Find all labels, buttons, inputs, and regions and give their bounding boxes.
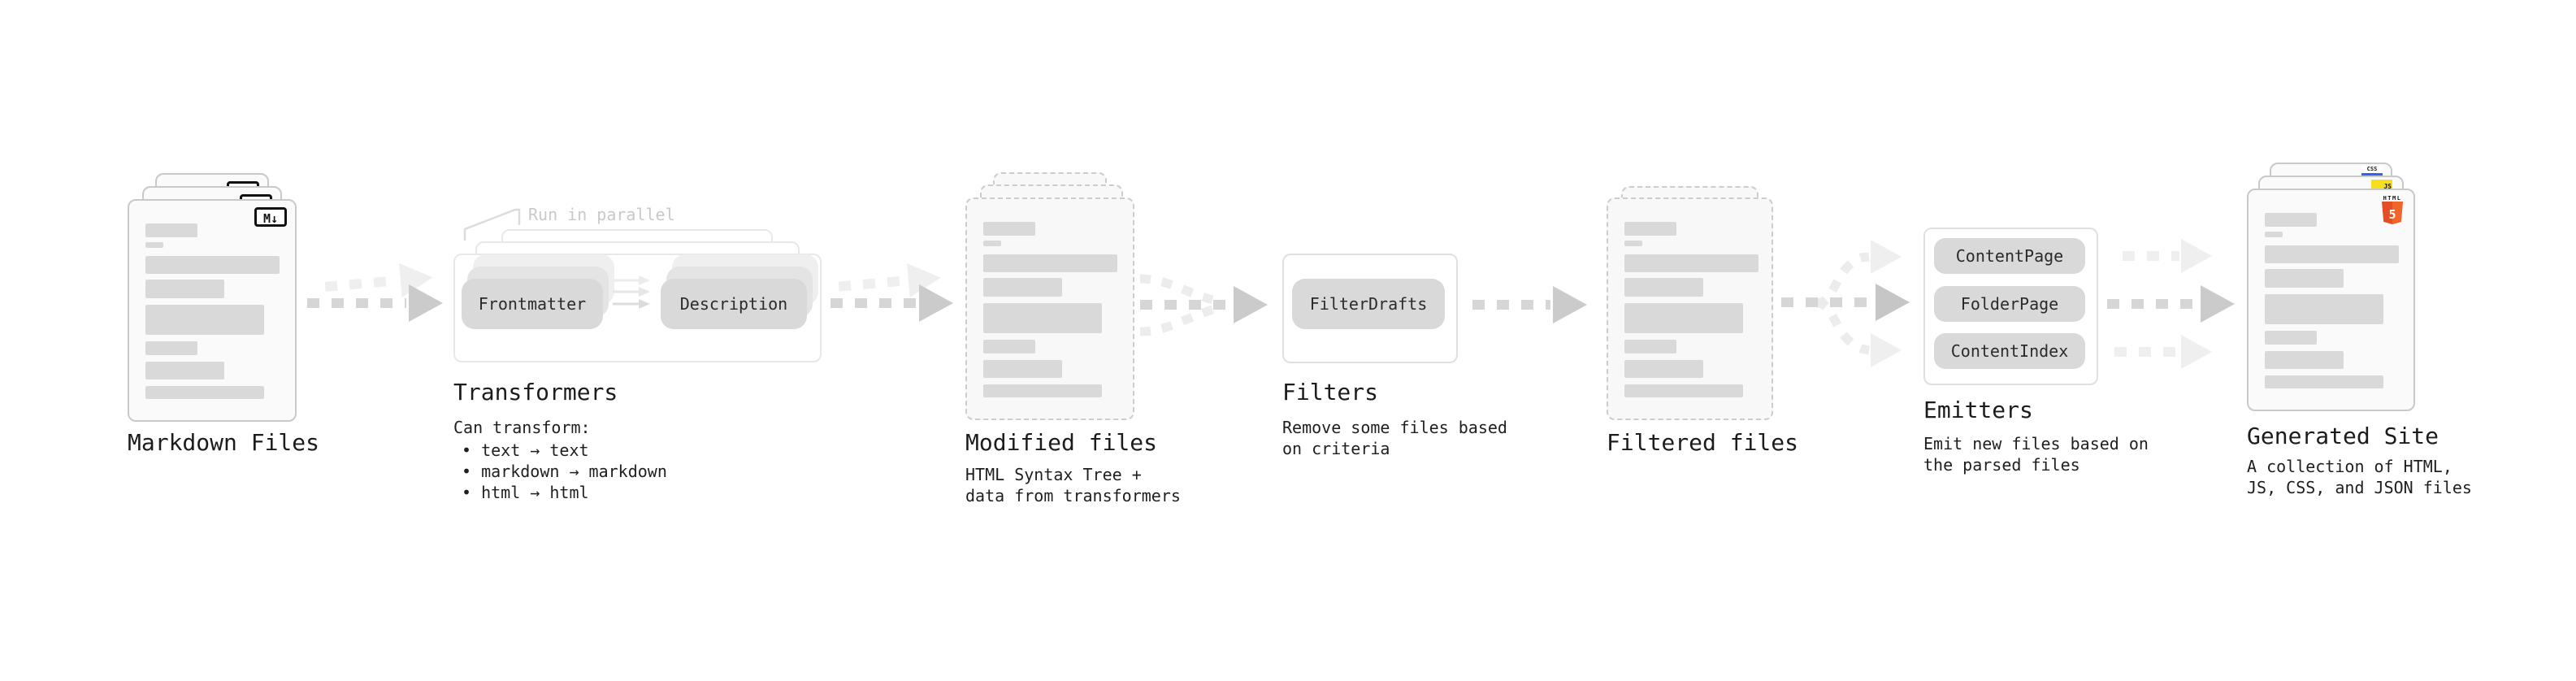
doc-line-bar bbox=[145, 242, 163, 248]
doc-line-bar bbox=[1624, 254, 1759, 272]
modified-files-subline: data from transformers bbox=[965, 486, 1181, 505]
filters-subline: on criteria bbox=[1282, 439, 1390, 458]
filterdrafts-pill: FilterDrafts bbox=[1292, 279, 1445, 329]
diverging-arrows bbox=[1781, 240, 1910, 367]
transformers-sub-title: Can transform: bbox=[453, 418, 591, 437]
doc-content-placeholder bbox=[983, 222, 1120, 397]
doc-line-bar bbox=[1624, 303, 1743, 333]
filtered-files-label: Filtered files bbox=[1607, 429, 1799, 456]
doc-line-bar bbox=[983, 303, 1102, 333]
run-in-parallel-note: Run in parallel bbox=[528, 205, 675, 224]
html5-logo-icon: HTML 5 bbox=[2381, 195, 2404, 228]
doc-line-bar bbox=[983, 340, 1035, 354]
doc-content-placeholder bbox=[145, 223, 282, 399]
transformers-bullet: • markdown → markdown bbox=[462, 462, 667, 481]
converging-arrows bbox=[1139, 274, 1268, 336]
doc-line-bar bbox=[2265, 269, 2344, 288]
doc-line-bar bbox=[1624, 278, 1703, 297]
doc-line-bar bbox=[983, 360, 1062, 378]
folderpage-pill: FolderPage bbox=[1934, 286, 2085, 322]
html5-logo-word: HTML bbox=[2383, 195, 2402, 202]
transformers-bullet: • html → html bbox=[462, 483, 589, 502]
modified-files-subline: HTML Syntax Tree + bbox=[965, 465, 1142, 484]
doc-line-bar bbox=[145, 362, 224, 380]
doc-line-bar bbox=[2265, 294, 2383, 324]
html5-shield-icon: 5 bbox=[2382, 202, 2403, 224]
doc-line-bar bbox=[2265, 375, 2383, 388]
frontmatter-pill: Frontmatter bbox=[462, 279, 603, 329]
doc-line-bar bbox=[145, 256, 280, 274]
flow-arrow-dark bbox=[307, 284, 443, 322]
modified-files-label: Modified files bbox=[965, 429, 1158, 456]
flow-arrow-light bbox=[324, 262, 433, 297]
emitters-subline: Emit new files based on bbox=[1923, 434, 2149, 453]
doc-line-bar bbox=[2265, 331, 2317, 345]
generated-site-card-front: HTML 5 bbox=[2247, 189, 2415, 411]
filters-subline: Remove some files based bbox=[1282, 418, 1507, 437]
svg-text:5: 5 bbox=[2388, 207, 2396, 222]
filters-label: Filters bbox=[1282, 379, 1379, 406]
doc-line-bar bbox=[1624, 241, 1642, 246]
emitters-label: Emitters bbox=[1923, 397, 2033, 423]
generated-site-label: Generated Site bbox=[2247, 423, 2439, 449]
doc-line-bar bbox=[145, 386, 264, 399]
doc-line-bar bbox=[145, 223, 197, 237]
doc-line-bar bbox=[983, 254, 1117, 272]
doc-line-bar bbox=[983, 384, 1102, 397]
doc-line-bar bbox=[145, 341, 197, 355]
doc-line-bar bbox=[2265, 232, 2283, 237]
emitters-subline: the parsed files bbox=[1923, 455, 2080, 475]
js-file-icon: JS bbox=[2371, 180, 2392, 191]
contentindex-pill: ContentIndex bbox=[1934, 333, 2085, 369]
doc-line-bar bbox=[983, 222, 1035, 236]
doc-content-placeholder bbox=[1624, 222, 1759, 397]
generated-site-subline: JS, CSS, and JSON files bbox=[2247, 478, 2472, 497]
transformers-bullet: • text → text bbox=[462, 440, 589, 460]
filtered-file-card-front bbox=[1607, 197, 1773, 420]
doc-line-bar bbox=[1624, 384, 1743, 397]
flow-arrow-dark bbox=[830, 284, 953, 322]
generated-site-subline: A collection of HTML, bbox=[2247, 457, 2452, 476]
doc-line-bar bbox=[1624, 222, 1676, 236]
doc-line-bar bbox=[2265, 213, 2317, 227]
doc-line-bar bbox=[145, 280, 224, 298]
doc-line-bar bbox=[145, 305, 264, 335]
contentpage-pill: ContentPage bbox=[1934, 238, 2085, 274]
flow-arrow-light bbox=[838, 263, 941, 297]
description-pill: Description bbox=[661, 279, 807, 329]
markdown-files-label: Markdown Files bbox=[128, 429, 320, 456]
doc-line-bar bbox=[983, 278, 1062, 297]
markdown-logo-icon: M↓ bbox=[254, 207, 287, 227]
doc-line-bar bbox=[983, 241, 1001, 246]
emitter-output-arrows bbox=[2107, 239, 2235, 369]
transformers-label: Transformers bbox=[453, 379, 618, 406]
css-file-icon: CSS bbox=[2361, 166, 2383, 176]
doc-line-bar bbox=[2265, 245, 2399, 263]
markdown-file-card-front: M↓ bbox=[128, 199, 297, 422]
doc-line-bar bbox=[1624, 340, 1676, 354]
doc-line-bar bbox=[1624, 360, 1703, 378]
modified-file-card-front bbox=[965, 197, 1134, 420]
doc-content-placeholder bbox=[2265, 213, 2400, 388]
flow-arrow-dark bbox=[1472, 286, 1587, 323]
doc-line-bar bbox=[2265, 351, 2344, 369]
